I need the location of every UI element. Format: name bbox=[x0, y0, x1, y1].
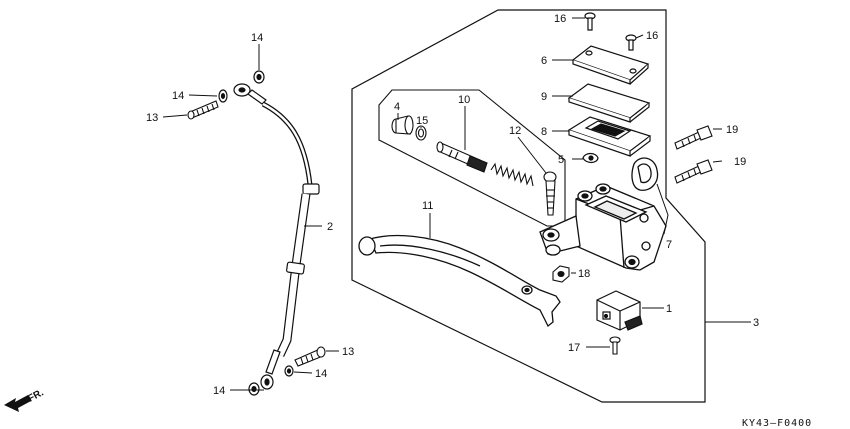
callout-5: 5 bbox=[558, 154, 564, 166]
callout-13-lower: 13 bbox=[342, 346, 354, 358]
holder-bolt-icon bbox=[674, 125, 713, 150]
callout-11: 11 bbox=[422, 200, 433, 212]
callout-9: 9 bbox=[541, 91, 547, 103]
lever-nut-icon bbox=[552, 265, 570, 283]
diaphragm-icon bbox=[567, 116, 652, 157]
callout-19-upper: 19 bbox=[726, 124, 738, 136]
cap-screw-icon bbox=[584, 12, 596, 31]
front-direction-label: FR. bbox=[26, 387, 46, 404]
callout-16-right: 16 bbox=[646, 30, 658, 42]
leader-lines bbox=[162, 17, 751, 391]
callout-12: 12 bbox=[509, 125, 521, 137]
callout-17: 17 bbox=[568, 342, 580, 354]
master-cylinder-body bbox=[539, 157, 667, 271]
drawing-code: KY43–F0400 bbox=[742, 418, 812, 429]
oil-bolt-lower-icon bbox=[294, 346, 326, 367]
holder-bolt-icon bbox=[674, 159, 713, 184]
callout-7: 7 bbox=[666, 239, 672, 251]
brake-lever-icon bbox=[358, 234, 561, 328]
callout-14-bottom: 14 bbox=[213, 385, 225, 397]
callout-8: 8 bbox=[541, 126, 547, 138]
hose-collar bbox=[302, 183, 320, 195]
upper-hose-fitting bbox=[247, 89, 267, 105]
circlip-icon bbox=[415, 125, 427, 141]
callout-labels: 1 2 3 4 5 6 7 8 9 10 11 12 13 13 14 14 1… bbox=[146, 13, 759, 397]
callout-1: 1 bbox=[666, 303, 672, 315]
callout-16-left: 16 bbox=[554, 13, 566, 25]
callout-19-lower: 19 bbox=[734, 156, 746, 168]
brake-hose bbox=[233, 83, 320, 390]
callout-10: 10 bbox=[458, 94, 470, 106]
callout-15: 15 bbox=[416, 115, 428, 127]
callout-18: 18 bbox=[578, 268, 590, 280]
oil-bolt-upper-icon bbox=[187, 100, 219, 120]
clip-icon bbox=[582, 152, 599, 164]
callout-14-top: 14 bbox=[251, 32, 263, 44]
callout-3: 3 bbox=[753, 317, 759, 329]
front-direction-arrow-icon bbox=[4, 395, 31, 412]
piston-icon bbox=[436, 141, 488, 173]
callout-2: 2 bbox=[327, 221, 333, 233]
callout-6: 6 bbox=[541, 55, 547, 67]
callout-14-left: 14 bbox=[172, 90, 184, 102]
brake-switch-icon bbox=[596, 290, 643, 331]
pivot-bolt-icon bbox=[543, 171, 557, 216]
spring-icon bbox=[490, 162, 534, 187]
diaphragm-plate-icon bbox=[567, 83, 651, 123]
callout-13-upper: 13 bbox=[146, 112, 158, 124]
switch-screw-icon bbox=[609, 336, 621, 355]
callout-4: 4 bbox=[394, 101, 400, 113]
hose-clamp bbox=[286, 261, 305, 275]
assembly-outline bbox=[351, 9, 706, 403]
reservoir-cap-icon bbox=[571, 45, 650, 85]
cap-screw-icon bbox=[625, 34, 637, 51]
callout-14-right: 14 bbox=[315, 368, 327, 380]
boot-icon bbox=[391, 115, 414, 135]
